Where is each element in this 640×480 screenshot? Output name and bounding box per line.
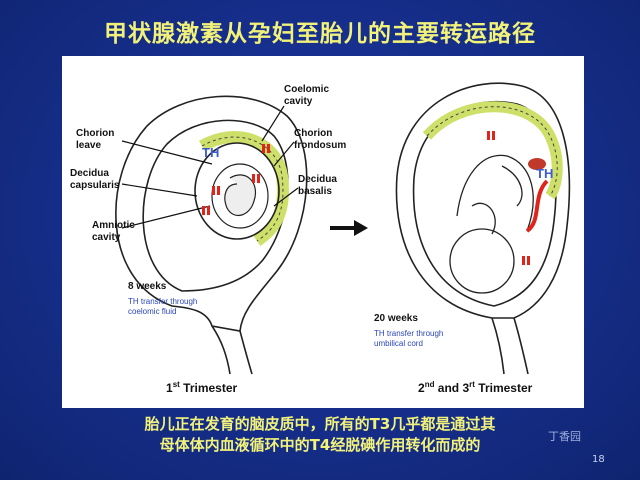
fetus [449,154,534,294]
left-trimester-num: 1 [166,381,173,395]
label-decidua-basalis: Decidua basalis [298,174,337,197]
label-coelomic-cavity: Coelomic cavity [284,84,330,107]
left-trimester-label: 1st Trimester [166,380,237,395]
progression-arrow [330,220,368,236]
caption-line-1: 胎儿正在发育的脑皮质中，所有的T3几乎都是通过其 [144,415,496,433]
slide-title: 甲状腺激素从孕妇至胎儿的主要转运路径 [104,21,536,47]
left-trimester-sup: st [172,380,180,389]
right-trimester-mid: and 3 [434,381,470,395]
left-weeks: 8 weeks [128,281,167,292]
uterus-illustration [115,82,571,375]
caption-line-2: 母体体内血液循环中的T4经脱碘作用转化而成的 [159,436,481,454]
right-trimester-label: 2nd and 3rt Trimester [418,380,532,395]
placenta-vessel [528,158,546,170]
umbilical-cord [525,179,549,233]
left-transfer-note: TH transfer through coelomic fluid [128,297,198,316]
right-weeks: 20 weeks [374,313,418,324]
left-gestational-sac [194,142,280,240]
embryo [224,174,256,217]
right-trimester-sup2: rt [469,380,475,389]
right-th-arrows [487,131,530,265]
left-th-arrows [202,144,270,215]
trimester-figure: Coelomic cavity Chorion leave Chorion fr… [62,56,584,408]
slide-caption: 胎儿正在发育的脑皮质中，所有的T3几乎都是通过其 母体体内血液循环中的T4经脱碘… [0,414,640,456]
watermark-logo: 丁香园 [548,430,581,443]
label-decidua-capsularis: Decidua capsularis [70,168,120,191]
left-th-label: TH [202,145,220,160]
right-trimester-sup: nd [424,380,435,389]
slide-number: 18 [592,454,605,465]
label-chorion-leave: Chorion leave [76,128,115,151]
right-th-label: TH [536,166,554,181]
label-amniotic-cavity: Amniotic cavity [92,220,135,243]
left-trimester-text: Trimester [179,381,238,395]
right-transfer-note: TH transfer through umbilical cord [374,329,444,348]
label-chorion-frondosum: Chorion frondosum [294,128,347,151]
right-trimester-text: Trimester [474,381,533,395]
right-trimester-num: 2 [418,381,425,395]
